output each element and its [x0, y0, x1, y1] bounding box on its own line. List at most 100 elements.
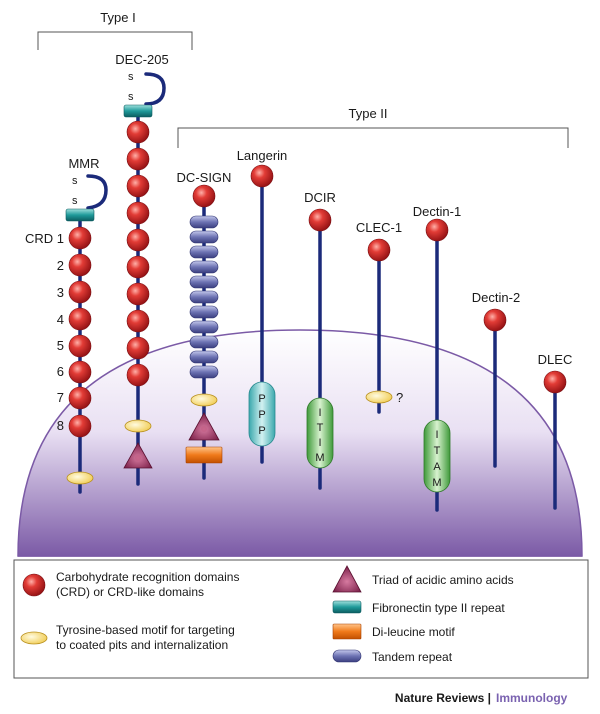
- dec205-fibronectin: [123, 104, 153, 118]
- dcsign-tandem-10: [189, 350, 219, 364]
- dec205-label: DEC-205: [115, 52, 168, 67]
- clec1-tyrosine-motif: [365, 390, 393, 404]
- crd-label-5: 5: [57, 338, 64, 353]
- dec205-crd-7: [126, 282, 150, 306]
- crd-number-labels: CRD 1 2 3 4 5 6 7 8: [25, 231, 64, 433]
- itam-letter-3: A: [433, 461, 441, 473]
- clec1-crd: [367, 238, 391, 262]
- itim-letter-1: I: [318, 407, 321, 419]
- dcsign-tandem-repeats: [189, 215, 219, 379]
- crd-label-1: CRD 1: [25, 231, 64, 246]
- crd-label-7: 7: [57, 390, 64, 405]
- dec205-crd-1: [126, 120, 150, 144]
- crd-label-3: 3: [57, 285, 64, 300]
- dcsign-tandem-7: [189, 305, 219, 319]
- mmr-fibronectin: [65, 208, 95, 222]
- dectin1-label: Dectin-1: [413, 204, 461, 219]
- type1-bracket: Type I: [37, 10, 193, 50]
- mmr-crd-8: [68, 414, 92, 438]
- dec205-s2: s: [128, 91, 134, 103]
- dcsign-tandem-1: [189, 215, 219, 229]
- dec205-crd-10: [126, 363, 150, 387]
- dec205-crd-5: [126, 228, 150, 252]
- dcsign-label: DC-SIGN: [177, 170, 232, 185]
- legend-box: [13, 559, 589, 679]
- dec205-crd-4: [126, 201, 150, 225]
- dcsign-tandem-11: [189, 365, 219, 379]
- itam-letter-4: M: [432, 477, 441, 489]
- langerin-label: Langerin: [237, 148, 288, 163]
- langerin-ppp-motif: P P P: [248, 381, 276, 447]
- crd-label-2: 2: [57, 258, 64, 273]
- mmr-disulfide-loop: s s: [65, 174, 108, 222]
- dectin1-crd: [425, 218, 449, 242]
- type1-label: Type I: [100, 10, 135, 25]
- legend-triad: Triad of acidic amino acids: [372, 573, 514, 587]
- itim-letter-4: M: [315, 452, 324, 464]
- mmr-s1: s: [72, 175, 78, 187]
- mmr-crd-6: [68, 360, 92, 384]
- mmr-crd-5: [68, 334, 92, 358]
- dcsign-tandem-2: [189, 230, 219, 244]
- footer-journal: Nature Reviews |: [395, 691, 491, 705]
- dec205-crd-8: [126, 309, 150, 333]
- legend-fibronectin: Fibronectin type II repeat: [372, 601, 505, 615]
- dcsign-tandem-9: [189, 335, 219, 349]
- legend-tyrosine-icon: [20, 631, 48, 645]
- mmr-s2: s: [72, 195, 78, 207]
- dec205-s1: s: [128, 71, 134, 83]
- type2-bracket: Type II: [177, 106, 569, 148]
- dcir-label: DCIR: [304, 190, 336, 205]
- itam-letter-1: I: [435, 429, 438, 441]
- dcsign-tandem-4: [189, 260, 219, 274]
- dectin2-label: Dectin-2: [472, 290, 520, 305]
- legend-crd-line1: Carbohydrate recognition domains: [56, 570, 239, 584]
- mmr-crd-4: [68, 307, 92, 331]
- mmr-crd-1: [68, 226, 92, 250]
- dec205-crd-9: [126, 336, 150, 360]
- footer-subject: Immunology: [496, 691, 568, 705]
- type2-label: Type II: [348, 106, 387, 121]
- dcir-crd: [308, 208, 332, 232]
- dcir-itim-motif: I T I M: [306, 397, 334, 469]
- clec1-label: CLEC-1: [356, 220, 402, 235]
- legend-crd-line2: (CRD) or CRD-like domains: [56, 585, 204, 599]
- legend-tandem-icon: [332, 649, 362, 663]
- legend-tyrosine-line2: to coated pits and internalization: [56, 638, 228, 652]
- itim-letter-2: T: [317, 422, 324, 434]
- dec205-crd-6: [126, 255, 150, 279]
- crd-label-8: 8: [57, 418, 64, 433]
- legend-fibronectin-icon: [332, 600, 362, 614]
- mmr-crd-2: [68, 253, 92, 277]
- itam-letter-2: T: [434, 445, 441, 457]
- mmr-tyrosine-motif: [66, 471, 94, 485]
- dectin1-itam-motif: I T A M: [423, 419, 451, 493]
- clec1-question: ?: [396, 390, 403, 405]
- ppp-letter-1: P: [258, 393, 265, 405]
- dcsign-tandem-8: [189, 320, 219, 334]
- mmr-crd-3: [68, 280, 92, 304]
- crd-label-4: 4: [57, 312, 64, 327]
- receptor-labels: MMR DEC-205 DC-SIGN Langerin DCIR CLEC-1…: [68, 52, 572, 367]
- dcsign-tandem-6: [189, 290, 219, 304]
- dcsign-tandem-3: [189, 245, 219, 259]
- legend-tandem: Tandem repeat: [372, 650, 453, 664]
- crd-domains: [68, 120, 567, 438]
- langerin-crd: [250, 164, 274, 188]
- dcsign-tyrosine-motif: [190, 393, 218, 407]
- legend-dileucine: Di-leucine motif: [372, 625, 455, 639]
- ppp-letter-3: P: [258, 425, 265, 437]
- legend-dileucine-icon: [332, 623, 362, 640]
- mmr-crd-7: [68, 386, 92, 410]
- mmr-label: MMR: [68, 156, 99, 171]
- dcsign-crd: [192, 184, 216, 208]
- dectin2-crd: [483, 308, 507, 332]
- dlec-label: DLEC: [538, 352, 573, 367]
- dcsign-tandem-5: [189, 275, 219, 289]
- ppp-letter-2: P: [258, 409, 265, 421]
- legend-tyrosine-line1: Tyrosine-based motif for targeting: [56, 623, 235, 637]
- dec205-crd-3: [126, 174, 150, 198]
- dcsign-dileucine-motif: [185, 446, 223, 464]
- itim-letter-3: I: [318, 437, 321, 449]
